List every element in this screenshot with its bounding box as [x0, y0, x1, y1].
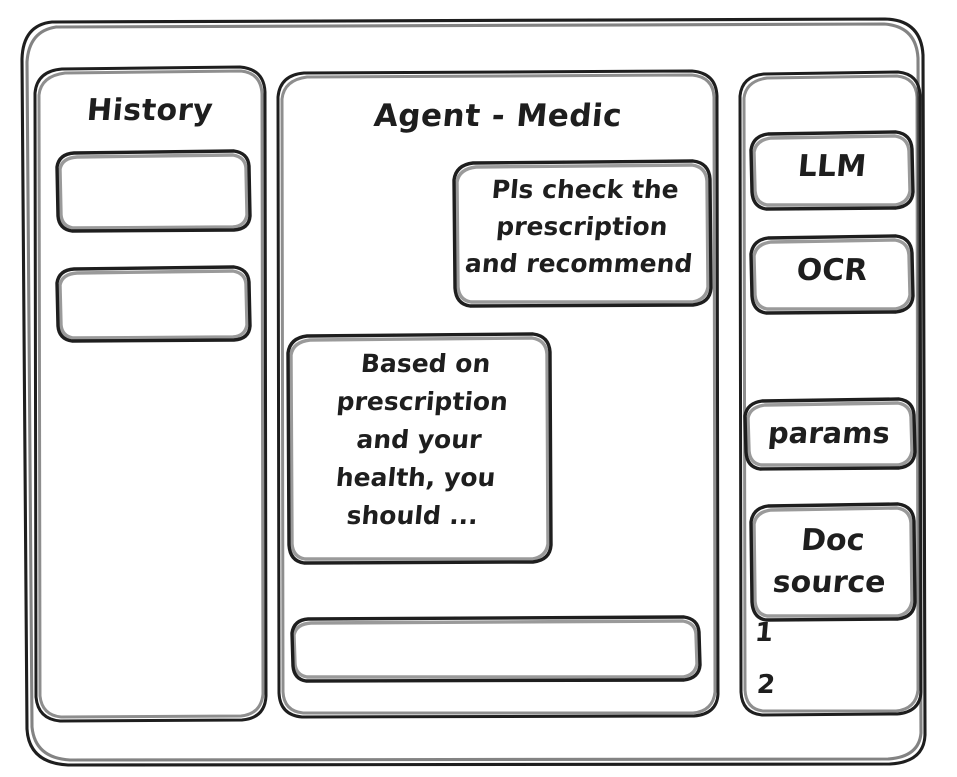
doc-source-button[interactable]: [751, 504, 915, 620]
sidebar-item-history-2[interactable]: [57, 267, 250, 341]
doc-source-item-2[interactable]: 2: [755, 670, 777, 700]
page-title: Agent - Medic: [372, 98, 624, 134]
history-panel-title: History: [85, 93, 215, 128]
message-input[interactable]: [292, 617, 700, 681]
ocr-button[interactable]: [751, 236, 913, 313]
doc-source-item-1[interactable]: 1: [753, 618, 775, 648]
llm-button[interactable]: [751, 132, 913, 209]
user-message-bubble: [454, 161, 711, 306]
params-button[interactable]: [745, 399, 915, 469]
sidebar-item-history-1[interactable]: [57, 151, 250, 231]
assistant-message-bubble: [288, 334, 551, 563]
